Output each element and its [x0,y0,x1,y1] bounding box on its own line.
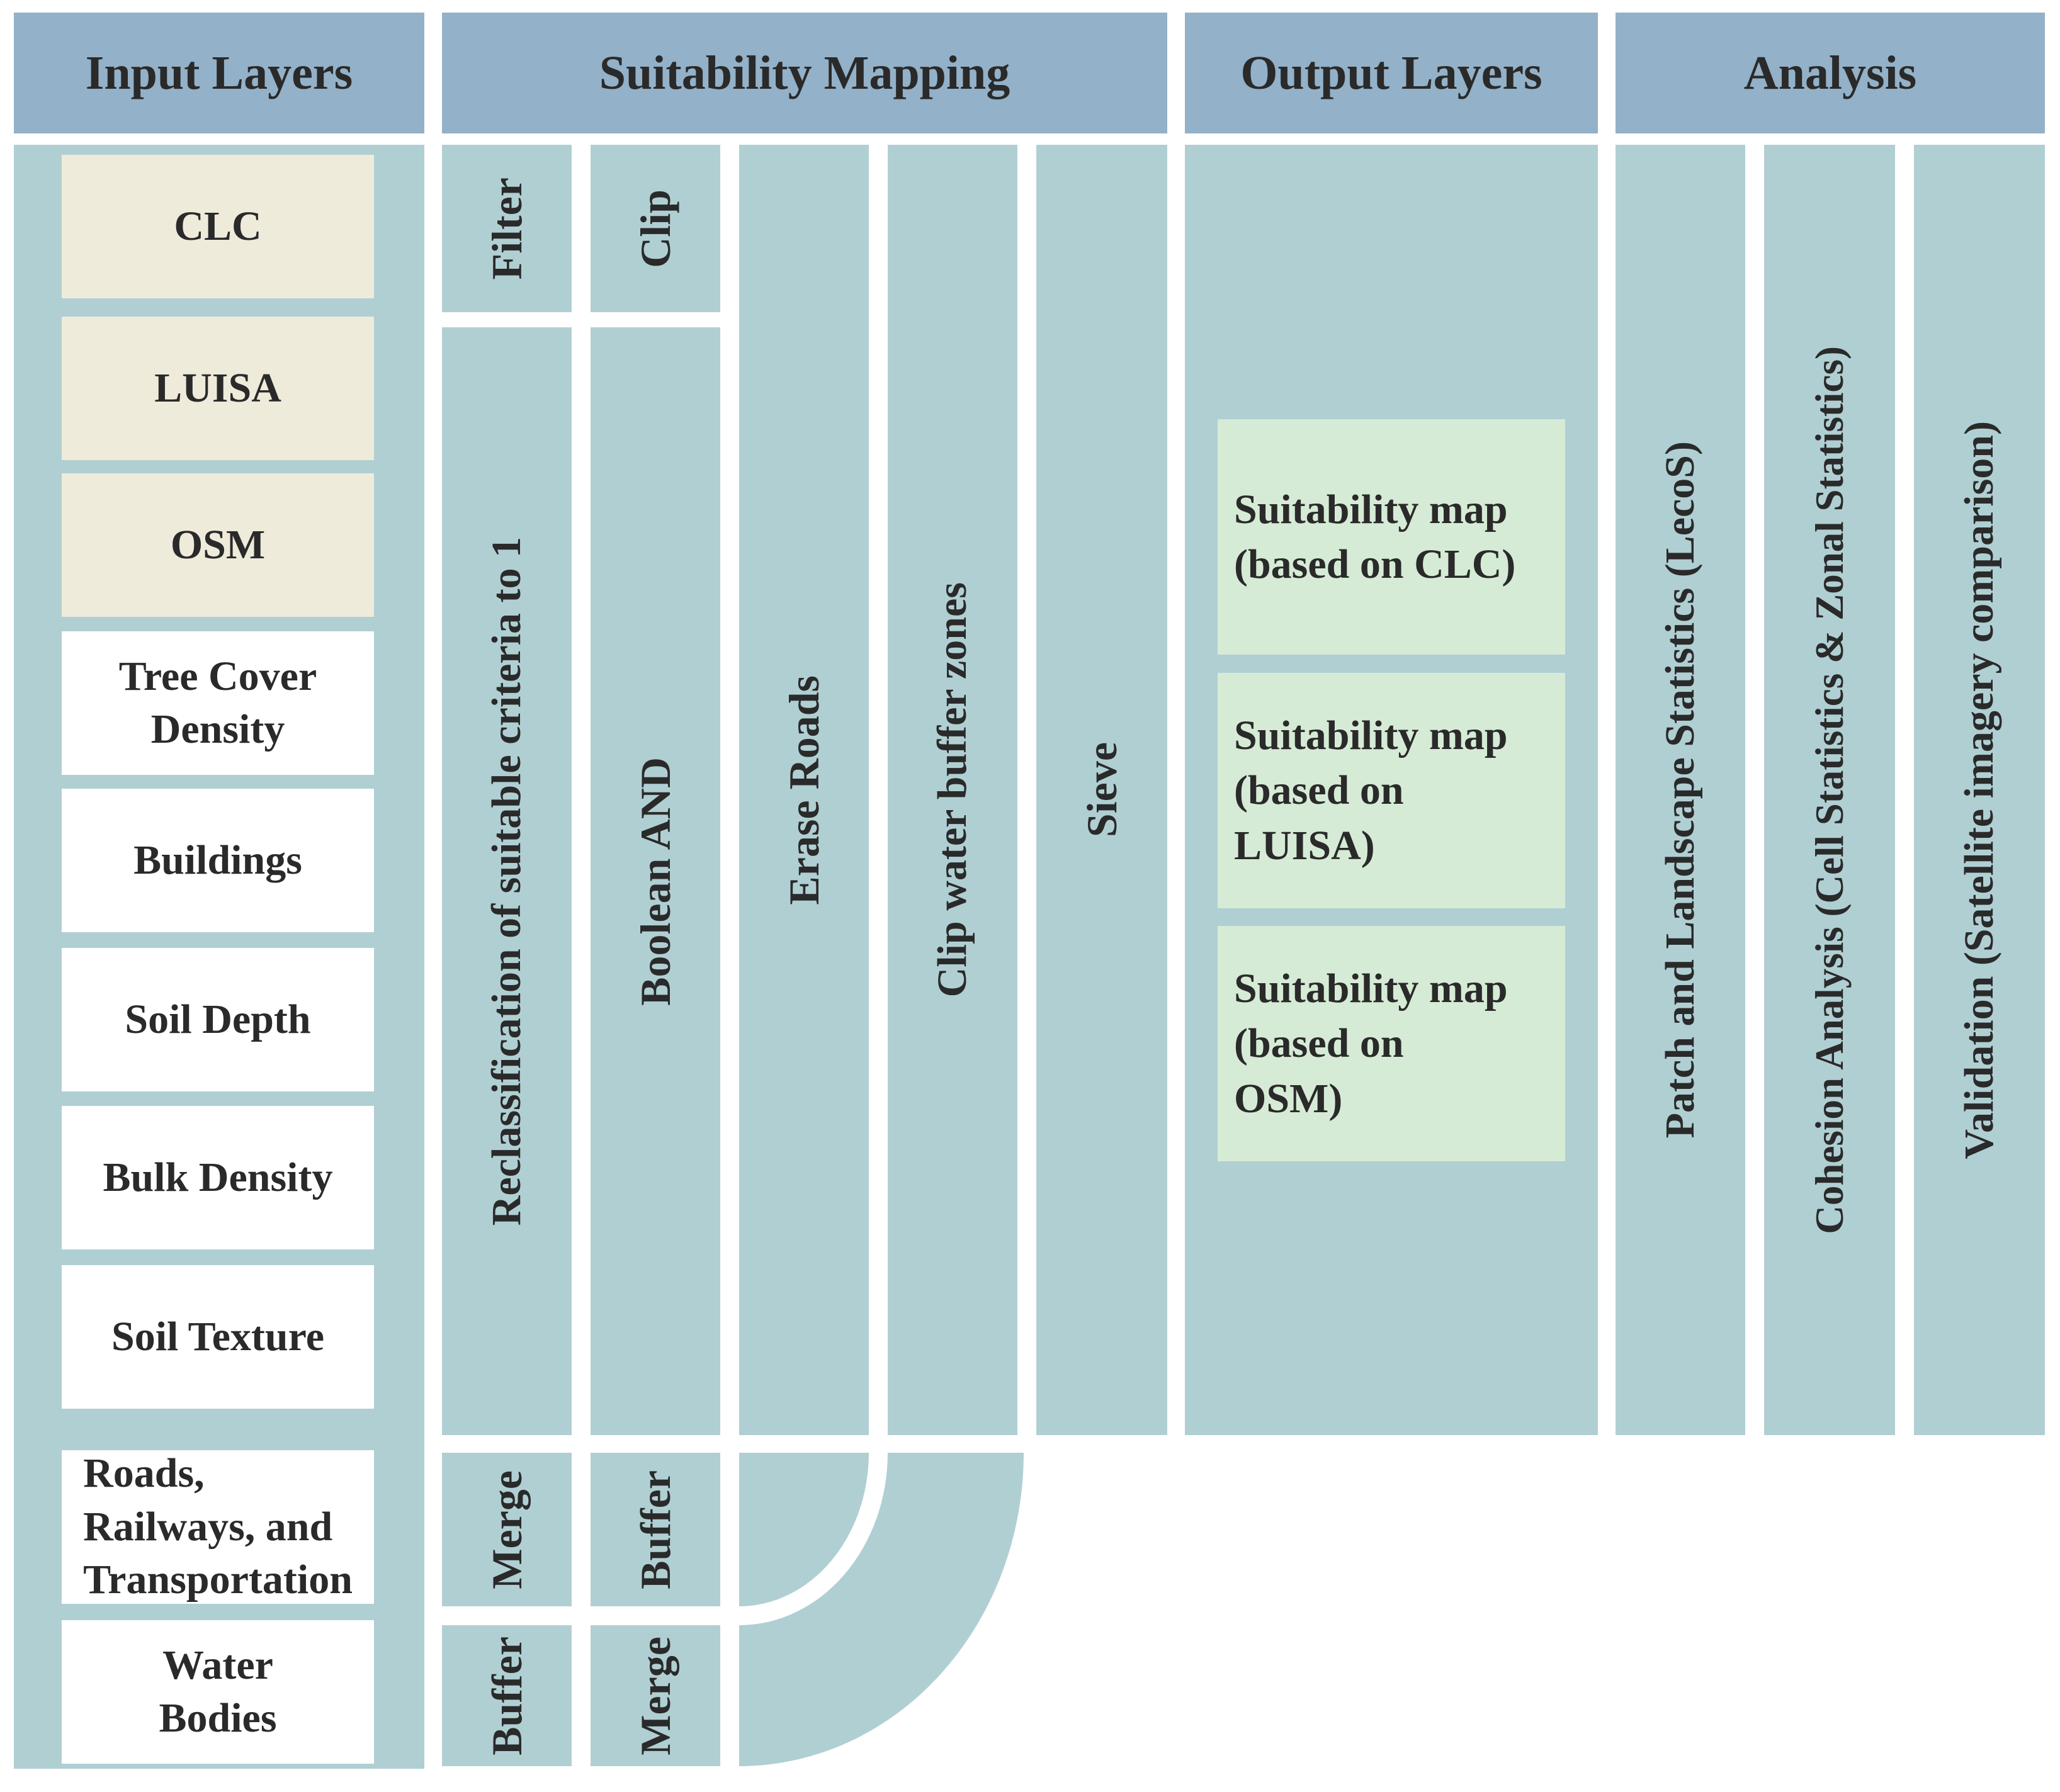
output-osm-line-2: (based on [1234,1020,1404,1067]
input-soil-depth-label: Soil Depth [125,996,311,1042]
input-clc-box: CLC [62,155,374,298]
output-map-luisa-text: Suitability map (based on LUISA) [1234,708,1508,872]
input-roads-text: Roads, Railways, and Transportation [83,1447,353,1606]
header-input-layers: Input Layers [14,13,424,133]
analysis-patch-label: Patch and Landscape Statistics (LecoS) [1657,441,1703,1139]
input-roads-line-2: Railways, and [83,1503,333,1550]
output-map-luisa: Suitability map (based on LUISA) [1218,673,1565,908]
input-water-bodies-box: Water Bodies [62,1620,374,1764]
header-suitability-mapping: Suitability Mapping [442,13,1167,133]
header-suitability-label: Suitability Mapping [599,46,1010,99]
step-reclassification: Reclassification of suitable criteria to… [442,327,572,1435]
output-map-clc: Suitability map (based on CLC) [1218,419,1565,655]
input-soil-texture-label: Soil Texture [111,1313,325,1360]
step-erase-roads: Erase Roads [739,145,869,1435]
output-luisa-line-1: Suitability map [1234,713,1508,759]
header-input-label: Input Layers [85,46,353,99]
step-sieve: Sieve [1036,145,1167,1435]
step-merge-roads: Merge [442,1453,572,1606]
input-roads-box: Roads, Railways, and Transportation [62,1450,374,1604]
analysis-validation-label: Validation (Satellite imagery comparison… [1956,420,2002,1159]
header-output-label: Output Layers [1240,46,1542,99]
output-osm-line-1: Suitability map [1234,966,1508,1012]
header-output-layers: Output Layers [1185,13,1598,133]
input-tree-line-1: Tree Cover [118,653,317,699]
input-soil-texture-box: Soil Texture [62,1265,374,1409]
input-buildings-label: Buildings [133,837,302,883]
input-clc-label: CLC [174,203,262,249]
output-clc-line-2: (based on CLC) [1234,541,1516,587]
input-soil-depth-box: Soil Depth [62,948,374,1091]
input-tree-line-2: Density [150,706,285,752]
input-osm-label: OSM [170,521,266,568]
output-map-clc-text: Suitability map (based on CLC) [1234,482,1515,592]
step-boolean-and: Boolean AND [591,327,720,1435]
analysis-cohesion: Cohesion Analysis (Cell Statistics & Zon… [1764,145,1895,1435]
output-clc-line-1: Suitability map [1234,486,1508,533]
input-osm-box: OSM [62,473,374,617]
step-buffer-roads: Buffer [591,1453,720,1606]
output-luisa-line-3: LUISA) [1234,822,1375,869]
connector-curve-roads [739,1453,869,1606]
analysis-cohesion-label: Cohesion Analysis (Cell Statistics & Zon… [1807,346,1852,1234]
input-bulk-density-box: Bulk Density [62,1106,374,1249]
input-water-text: Water Bodies [159,1639,276,1745]
input-bulk-density-label: Bulk Density [103,1154,333,1200]
output-osm-line-3: OSM) [1234,1075,1343,1122]
input-luisa-label: LUISA [154,364,281,411]
step-filter: Filter [442,145,572,312]
step-clip-water: Clip water buffer zones [888,145,1017,1435]
input-tree-cover-box: Tree Cover Density [62,631,374,775]
input-tree-cover-text: Tree Cover Density [119,650,317,757]
input-water-line-1: Water [162,1642,273,1688]
output-map-osm: Suitability map (based on OSM) [1218,926,1565,1161]
output-map-osm-text: Suitability map (based on OSM) [1234,961,1508,1125]
header-analysis-label: Analysis [1743,46,1917,99]
output-luisa-line-2: (based on [1234,767,1404,814]
connector-curve-water [739,1453,1024,1766]
input-roads-line-1: Roads, [83,1450,205,1497]
input-luisa-box: LUISA [62,317,374,460]
input-buildings-box: Buildings [62,789,374,932]
input-water-line-2: Bodies [159,1695,277,1741]
header-analysis: Analysis [1616,13,2045,133]
input-roads-line-3: Transportation [83,1557,353,1603]
step-buffer-water: Buffer [442,1625,572,1766]
analysis-validation: Validation (Satellite imagery comparison… [1914,145,2045,1435]
step-clip: Clip [591,145,720,312]
step-merge-water: Merge [591,1625,720,1766]
analysis-patch-landscape: Patch and Landscape Statistics (LecoS) [1616,145,1745,1435]
